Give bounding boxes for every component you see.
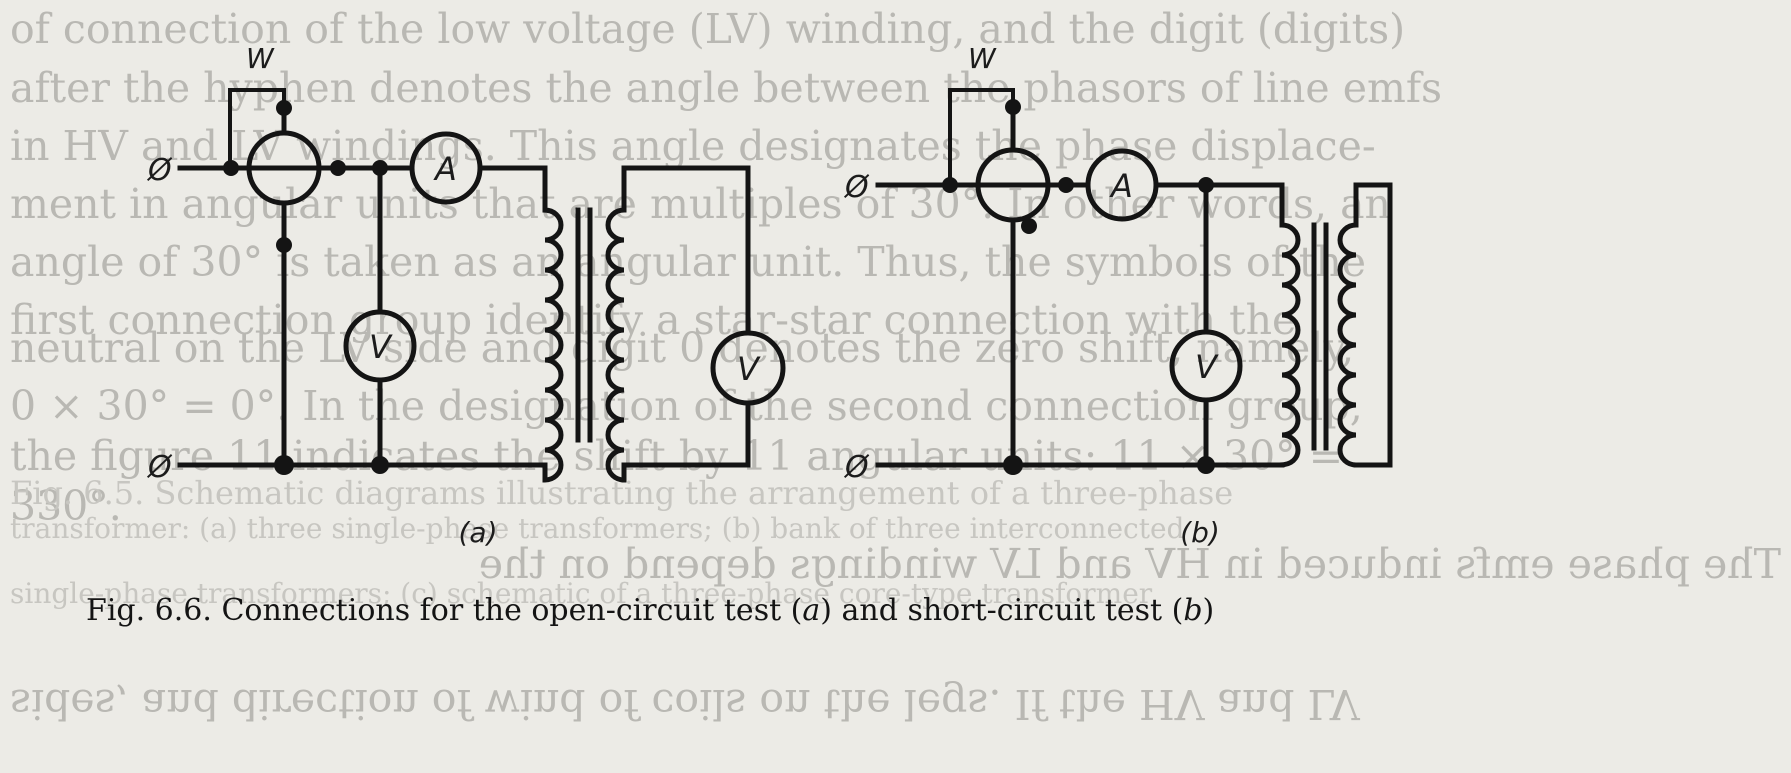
diagram-a-wattmeter-label: W	[246, 42, 275, 75]
diagram-b-ammeter-label: A	[1109, 167, 1133, 205]
diagram-b-voltmeter-label: V	[1195, 348, 1219, 386]
diagram-a-sublabel: (a)	[458, 516, 497, 549]
diagram-b-node	[1021, 218, 1037, 234]
diagram-a-terminal-bottom: Ø	[146, 450, 173, 485]
diagram-a-node	[223, 160, 239, 176]
diagram-a-voltmeter-primary-label: V	[369, 328, 393, 366]
diagram-a-secondary-winding	[605, 207, 627, 483]
diagram-a-voltmeter-secondary-label: V	[737, 350, 761, 388]
bg-line-9: the figure 11 indicates the shift by 11 …	[10, 432, 1343, 480]
figure-caption: Fig. 6.6. Connections for the open-circu…	[86, 593, 1214, 628]
diagram-b-wattmeter-loop	[948, 88, 1015, 185]
diagram-a-voltmeter-primary	[343, 309, 417, 383]
diagram-b-node	[942, 177, 958, 193]
diagram-a: W Ø A V V Ø	[146, 42, 786, 549]
bg-line-4: ment in angular units that are multiples…	[10, 180, 1391, 228]
bg-line-11: The phase emfs induced in HV and LV wind…	[479, 540, 1781, 588]
diagram-a-node	[276, 100, 292, 116]
bg-line-5: angle of 30° is taken as an angular unit…	[10, 238, 1366, 286]
diagram-b-node	[1005, 99, 1021, 115]
diagram-b-secondary-short	[1353, 182, 1393, 468]
bg-line-10: 330°.	[10, 482, 122, 530]
diagram-a-ammeter-label: A	[433, 150, 457, 188]
bg-line-2: after the hyphen denotes the angle betwe…	[10, 64, 1442, 112]
bg-line-6: first connection group identify a star-s…	[10, 296, 1296, 344]
bg-mirror-1: sides, and direction of wind of coils on…	[10, 680, 1361, 728]
diagram-a-terminal-top: Ø	[146, 153, 173, 188]
diagram-b-terminal-top: Ø	[843, 170, 870, 205]
diagram-a-top-wire-3	[477, 165, 548, 213]
diagram-a-voltmeter-secondary	[710, 330, 786, 406]
diagram-a-wattmeter-loop	[228, 88, 286, 170]
diagram-b-primary-winding	[1279, 222, 1301, 468]
diagram-b-node	[1003, 455, 1023, 475]
diagram-b-core	[1311, 222, 1329, 451]
diagram-a-node	[274, 455, 294, 475]
diagram-b: W Ø A V Ø (b)	[843, 42, 1393, 549]
diagram-b-secondary-winding	[1337, 222, 1359, 468]
diagram-b-node	[1058, 177, 1074, 193]
diagram-a-core	[575, 207, 593, 443]
diagram-b-voltmeter	[1169, 329, 1243, 403]
diagram-a-node	[330, 160, 346, 176]
caption-b: b	[1183, 593, 1202, 628]
diagram-a-node	[371, 456, 389, 474]
diagram-b-sublabel: (b)	[1180, 516, 1220, 549]
bg-faint-3: single-phase transformers; (c) schematic…	[10, 577, 1153, 610]
diagram-b-terminal-bottom: Ø	[843, 450, 870, 485]
bg-line-3: in HV and LV windings. This angle design…	[10, 122, 1376, 170]
bg-faint-2: transformer: (a) three single-phase tran…	[10, 512, 1185, 545]
caption-suffix: )	[1203, 593, 1215, 628]
caption-a: a	[802, 593, 820, 628]
caption-middle: ) and short-circuit test (	[820, 593, 1183, 628]
diagram-a-primary-winding	[542, 207, 564, 483]
bg-line-1: of connection of the low voltage (LV) wi…	[10, 5, 1405, 53]
bg-line-7: neutral on the LV side and digit 0 denot…	[10, 324, 1354, 372]
caption-prefix: Fig. 6.6. Connections for the open-circu…	[86, 593, 802, 628]
bg-line-8: 0 × 30° = 0°. In the designation of the …	[10, 382, 1363, 430]
diagram-a-secondary-loop	[621, 165, 751, 483]
diagram-b-wattmeter-label: W	[968, 42, 997, 75]
diagram-b-node	[1197, 456, 1215, 474]
show-through-text: of connection of the low voltage (LV) wi…	[10, 5, 1781, 728]
